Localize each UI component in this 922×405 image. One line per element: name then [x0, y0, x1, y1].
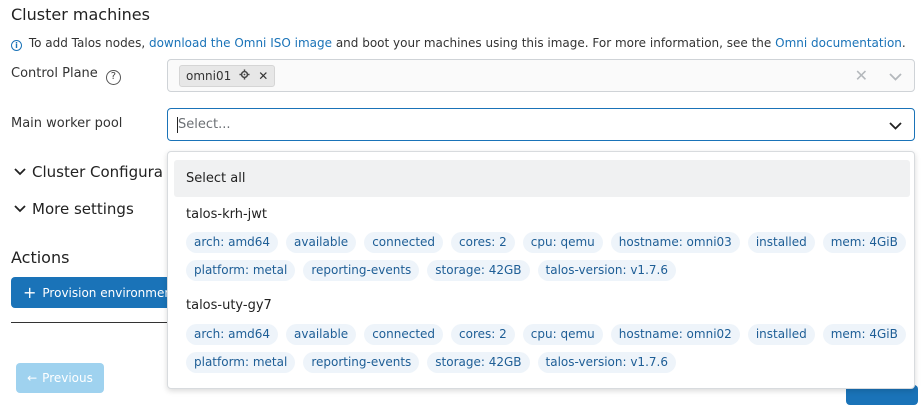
control-plane-label-text: Control Plane	[11, 66, 98, 81]
machine-option-name[interactable]: talos-uty-gy7	[186, 298, 272, 313]
machine-label-tag: storage: 42GB	[427, 260, 530, 281]
machine-label-tag: available	[286, 232, 357, 253]
chip-label: omni01	[186, 69, 232, 83]
machine-label-tag: platform: metal	[186, 260, 296, 281]
machine-labels-row: platform: metal reporting-events storage…	[186, 352, 676, 373]
chevron-down-icon[interactable]	[889, 70, 902, 85]
text-caret	[177, 117, 178, 133]
cluster-config-section[interactable]: Cluster Configura	[14, 163, 163, 181]
machine-labels-row: arch: amd64 available connected cores: 2…	[186, 232, 906, 253]
machine-labels-row: platform: metal reporting-events storage…	[186, 260, 676, 281]
machine-label-tag: available	[286, 324, 357, 345]
machine-label-tag: cpu: qemu	[522, 232, 603, 253]
machine-label-tag: mem: 4GiB	[822, 324, 906, 345]
machine-label-tag: platform: metal	[186, 352, 296, 373]
info-suffix: .	[901, 36, 906, 50]
machine-labels-row: arch: amd64 available connected cores: 2…	[186, 324, 906, 345]
actions-heading: Actions	[11, 248, 70, 267]
machine-label-tag: reporting-events	[303, 260, 420, 281]
divider	[11, 322, 181, 323]
machine-label-tag: storage: 42GB	[427, 352, 530, 373]
clear-icon[interactable]: ✕	[854, 66, 868, 85]
machine-label-tag: cpu: qemu	[522, 324, 603, 345]
more-settings-section[interactable]: More settings	[14, 200, 134, 218]
machine-label-tag: arch: amd64	[186, 232, 279, 253]
cluster-config-label: Cluster Configura	[32, 163, 164, 181]
machine-option-name[interactable]: talos-krh-jwt	[186, 207, 268, 222]
close-icon[interactable]: ✕	[258, 69, 269, 83]
machine-label-tag: connected	[364, 324, 444, 345]
machine-label-tag: talos-version: v1.7.6	[537, 352, 676, 373]
previous-button[interactable]: ← Previous	[16, 363, 104, 393]
gear-icon[interactable]	[239, 69, 250, 83]
machine-label-tag: mem: 4GiB	[822, 232, 906, 253]
machine-label-tag: installed	[747, 324, 815, 345]
help-circle-icon[interactable]: ?	[105, 70, 121, 85]
arrow-left-icon: ←	[27, 371, 38, 385]
more-settings-label: More settings	[32, 200, 134, 218]
previous-label: Previous	[42, 371, 93, 385]
info-middle: and boot your machines using this image.…	[335, 36, 772, 50]
worker-pool-select[interactable]: Select...	[167, 108, 915, 141]
worker-pool-placeholder: Select...	[178, 117, 231, 132]
machine-label-tag: hostname: omni02	[610, 324, 740, 345]
chevron-down-icon	[14, 168, 26, 176]
machine-label-tag: hostname: omni03	[610, 232, 740, 253]
control-plane-select[interactable]: omni01 ✕ ✕	[167, 59, 915, 92]
info-icon: i	[11, 40, 22, 51]
download-iso-link[interactable]: download the Omni ISO image	[148, 36, 332, 50]
provision-label: Provision environment	[42, 285, 177, 300]
omni-docs-link[interactable]: Omni documentation	[775, 36, 902, 50]
machine-label-tag: talos-version: v1.7.6	[537, 260, 676, 281]
machine-label-tag: installed	[747, 232, 815, 253]
machine-label-tag: cores: 2	[451, 324, 515, 345]
machine-dropdown-menu: Select all talos-krh-jwt arch: amd64 ava…	[167, 151, 915, 389]
machine-label-tag: cores: 2	[451, 232, 515, 253]
info-text: i To add Talos nodes, download the Omni …	[11, 36, 906, 51]
plus-icon: +	[23, 282, 37, 302]
select-all-option[interactable]: Select all	[174, 160, 910, 197]
control-plane-label: Control Plane ?	[11, 66, 121, 85]
machine-label-tag: arch: amd64	[186, 324, 279, 345]
worker-pool-label: Main worker pool	[11, 116, 123, 131]
chevron-down-icon[interactable]	[889, 119, 902, 134]
machine-label-tag: connected	[364, 232, 444, 253]
page-title: Cluster machines	[11, 5, 150, 24]
machine-label-tag: reporting-events	[303, 352, 420, 373]
selected-machine-chip: omni01 ✕	[179, 65, 276, 87]
info-prefix: To add Talos nodes,	[28, 36, 146, 50]
chevron-down-icon	[14, 205, 26, 213]
